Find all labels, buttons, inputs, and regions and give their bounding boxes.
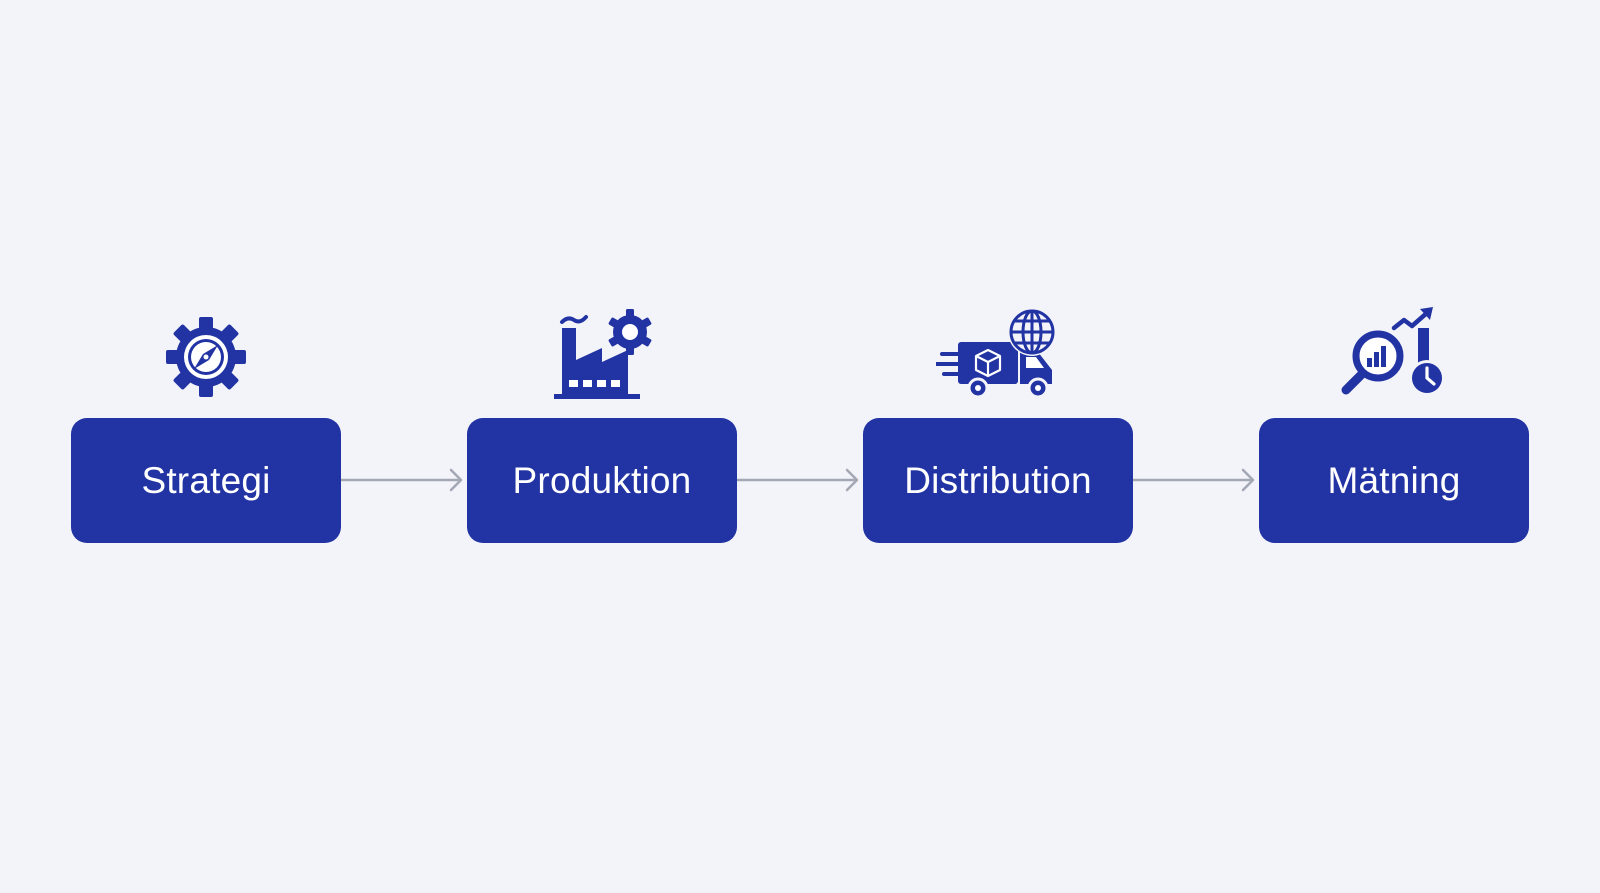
- delivery-truck-graphic: [936, 308, 1056, 399]
- step-box-matning: Mätning: [1259, 418, 1529, 543]
- gear-compass-graphic: [166, 317, 246, 397]
- step-label: Mätning: [1327, 459, 1461, 501]
- step-box-produktion: Produktion: [467, 418, 737, 543]
- step-label: Strategi: [141, 459, 271, 501]
- step-box-strategi: Strategi: [71, 418, 341, 543]
- factory-gear-icon: [552, 308, 654, 400]
- connector-arrow: [737, 465, 863, 495]
- connector-arrow: [1133, 465, 1259, 495]
- connector-arrow: [341, 465, 467, 495]
- step-label: Produktion: [512, 459, 692, 501]
- step-label: Distribution: [904, 459, 1092, 501]
- analytics-graphic: [1341, 307, 1445, 396]
- delivery-truck-globe-icon: [936, 306, 1062, 400]
- gear-compass-icon: [165, 316, 247, 398]
- factory-graphic: [554, 309, 652, 399]
- step-box-distribution: Distribution: [863, 418, 1133, 543]
- analytics-magnifier-clock-icon: [1340, 306, 1448, 400]
